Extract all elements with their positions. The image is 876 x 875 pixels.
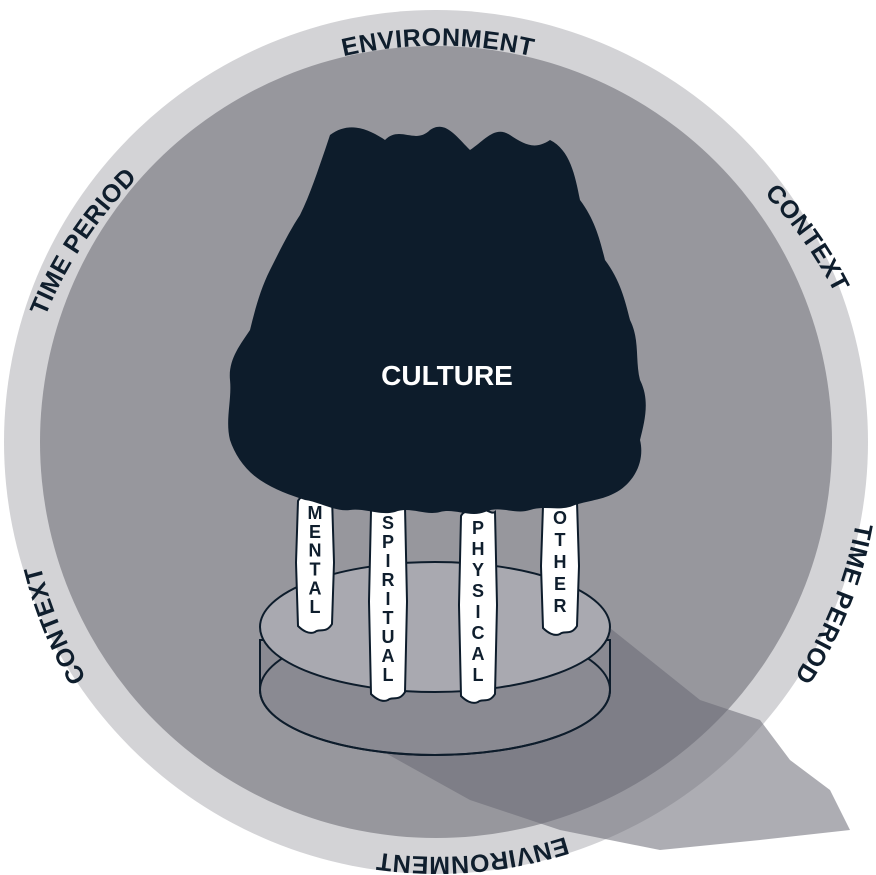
pillar-letter: E	[309, 522, 321, 542]
pillar-letter: M	[308, 503, 323, 523]
core-label: CULTURE	[381, 360, 513, 391]
pillar-letter: R	[382, 570, 395, 590]
pillar-letter: T	[310, 560, 321, 580]
pillar-letter: U	[382, 627, 395, 647]
pillar-letter: I	[385, 551, 390, 571]
pillar-letter: H	[554, 552, 567, 572]
pillar-letter: L	[310, 597, 321, 617]
platform	[259, 561, 611, 756]
pillar-letter: A	[382, 646, 395, 666]
pillar-letter: T	[383, 608, 394, 628]
culture-tree-canopy	[228, 126, 646, 514]
pillar-letter: C	[472, 623, 485, 643]
pillar-letter: H	[472, 539, 485, 559]
pillar-letter: A	[309, 578, 322, 598]
pillar-letter: P	[382, 532, 394, 552]
pillar-letter: R	[554, 596, 567, 616]
pillar-letter: E	[554, 574, 566, 594]
platform-top	[259, 561, 611, 693]
pillar-letter: S	[472, 581, 484, 601]
pillar-letter: I	[385, 589, 390, 609]
pillar-letter: Y	[472, 560, 484, 580]
pillar-letter: T	[555, 530, 566, 550]
pillar-letter: S	[382, 513, 394, 533]
pillar-letter: L	[383, 665, 394, 685]
pillar-letter: O	[553, 508, 567, 528]
pillar-letter: N	[309, 541, 322, 561]
pillar-letter: P	[472, 518, 484, 538]
pillar-letter: L	[473, 665, 484, 685]
pillar-letter: A	[472, 644, 485, 664]
pillar-letter: I	[475, 602, 480, 622]
